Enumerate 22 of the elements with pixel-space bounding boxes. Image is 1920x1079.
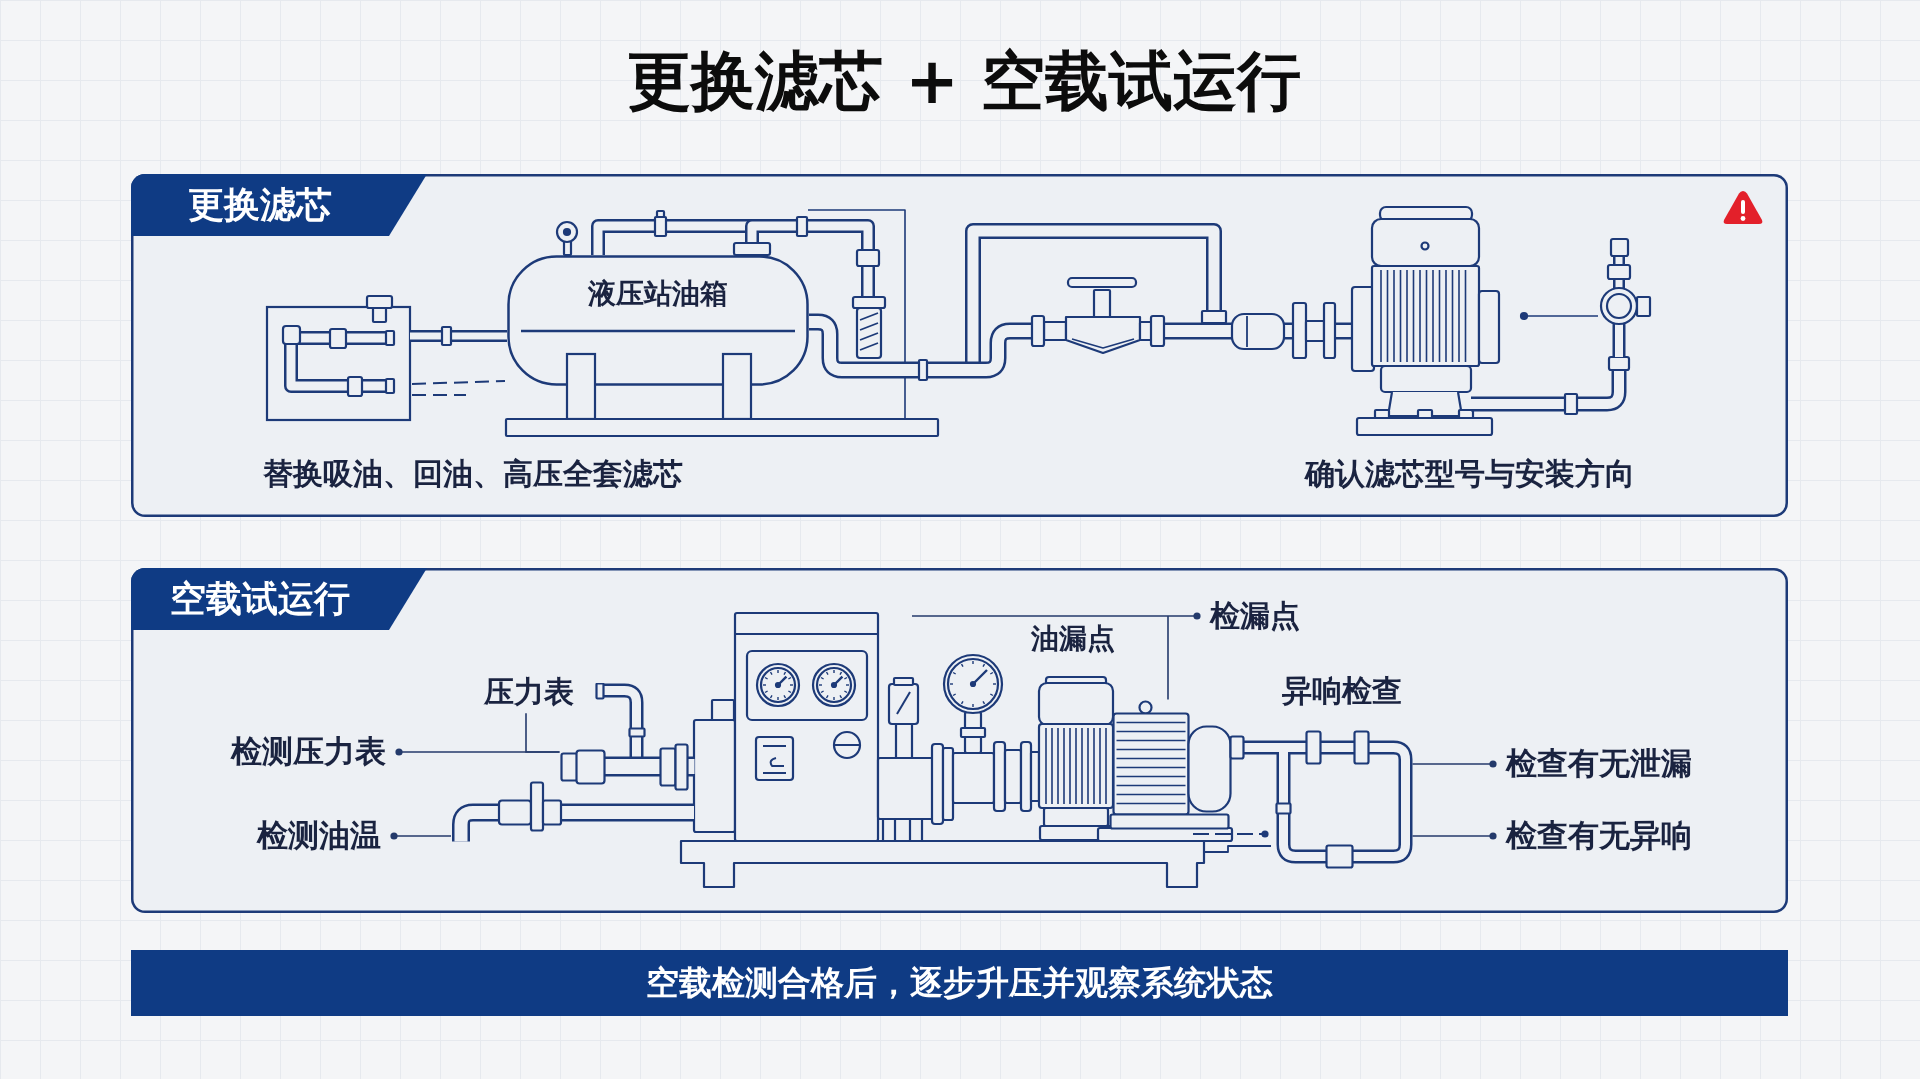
heading-tab: 空载试运行	[131, 568, 427, 630]
leader-line	[1411, 832, 1497, 840]
callout-text: 检测油温	[257, 818, 381, 854]
title: 更换滤芯 + 空载试运行	[626, 45, 1302, 119]
tank-label: 液压站油箱	[588, 277, 728, 311]
part-label: 异响检查	[1282, 673, 1402, 709]
leader-line	[390, 832, 452, 840]
part-label: 油漏点	[1031, 622, 1115, 656]
caption: 确认滤芯型号与安装方向	[1305, 456, 1635, 492]
leader-line	[395, 748, 561, 756]
footer-banner: 空载检测合格后，逐步升压并观察系统状态	[131, 950, 1788, 1016]
pump-motor	[1108, 699, 1232, 830]
heading-tab: 更换滤芯	[131, 174, 427, 236]
pipe-elbow	[451, 780, 695, 842]
callout-text: 检漏点	[1210, 598, 1300, 634]
callout-text: 检测压力表	[231, 734, 386, 770]
callout-text: 检查有无泄漏	[1506, 746, 1692, 782]
callout-text: 检查有无异响	[1506, 818, 1692, 854]
caption: 替换吸油、回油、高压全套滤芯	[263, 456, 683, 492]
leader-line	[911, 612, 1201, 701]
leader-line	[1411, 760, 1497, 768]
callout-text: 压力表	[484, 674, 574, 710]
